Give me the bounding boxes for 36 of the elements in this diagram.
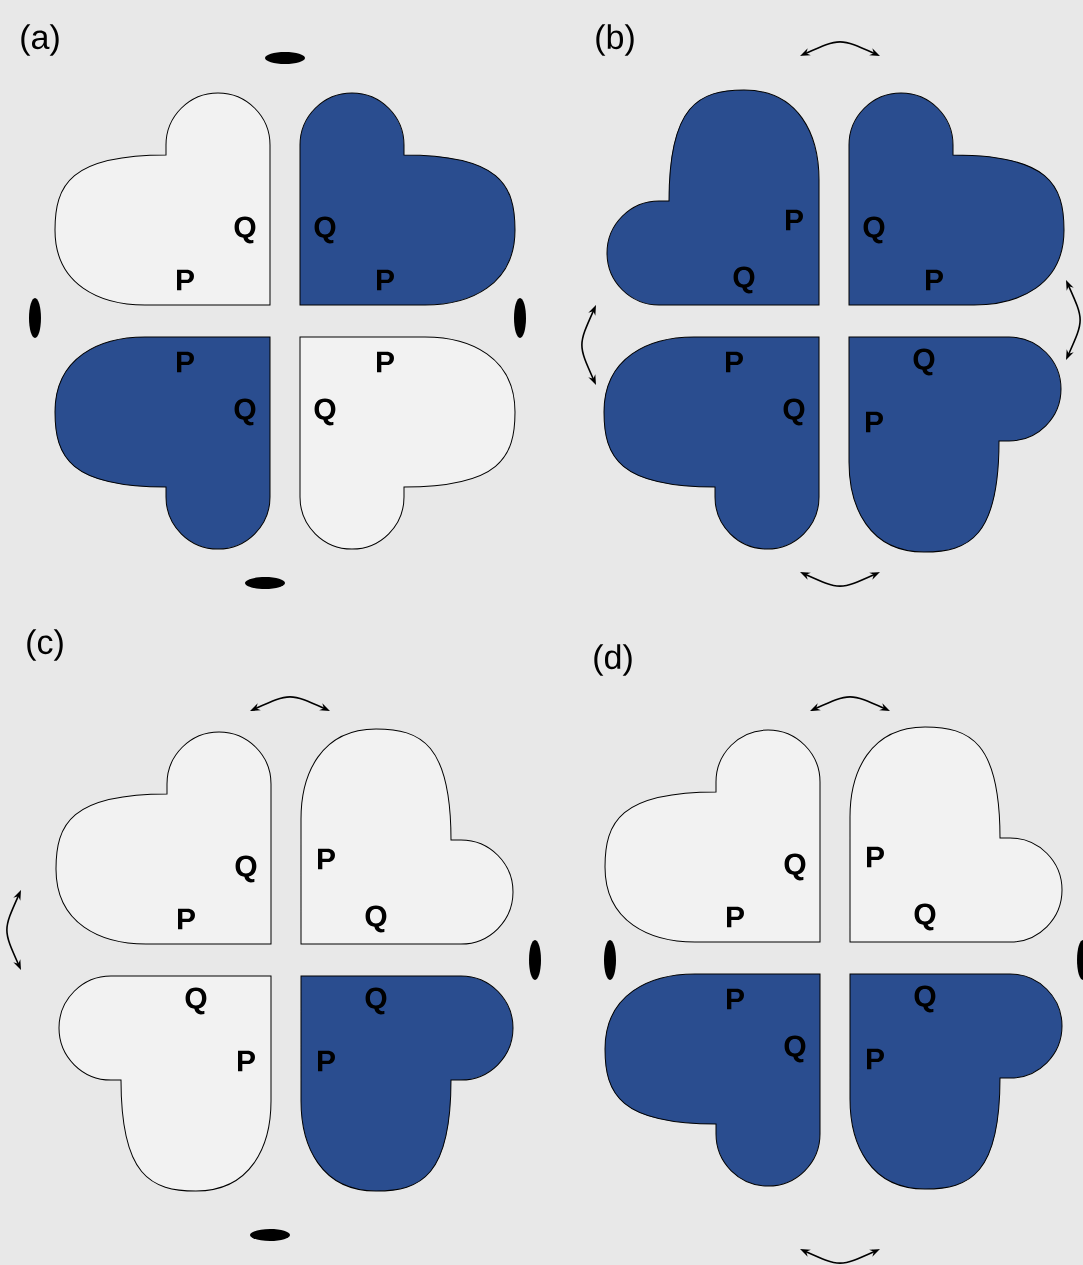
letter-label: P [177,269,194,291]
panel-label: (b) [596,24,634,56]
letter-label: P [377,269,394,291]
letter-label: Q [185,987,207,1015]
letter-label: Q [784,1035,806,1063]
letter-label: Q [913,348,935,376]
letter-label: Q [914,985,936,1013]
letter-label: P [377,351,394,373]
panel-label: (c) [27,629,63,661]
letter-label: Q [234,216,256,244]
letter-label: P [867,1048,884,1070]
letter-label: Q [733,266,755,294]
panel-label: (d) [594,644,632,676]
letter-label: P [786,209,803,231]
letter-label: P [177,351,194,373]
letter-label: P [866,411,883,433]
letter-label: Q [235,855,257,883]
letter-label: Q [365,905,387,933]
letter-label: P [178,908,195,930]
letter-label: Q [863,216,885,244]
letter-label: P [926,269,943,291]
letter-label: P [867,846,884,868]
letter-label: Q [783,398,805,426]
letter-label: P [238,1050,255,1072]
letter-label: Q [784,853,806,881]
letter-label: Q [314,216,336,244]
letter-label: P [727,988,744,1010]
letter-label: P [318,848,335,870]
letter-label: Q [365,987,387,1015]
letter-label: P [726,351,743,373]
letter-label: Q [914,903,936,931]
letter-label: Q [314,398,336,426]
panel-label: (a) [21,24,59,56]
letter-label: Q [234,398,256,426]
letter-label: P [318,1050,335,1072]
letter-label: P [727,906,744,928]
